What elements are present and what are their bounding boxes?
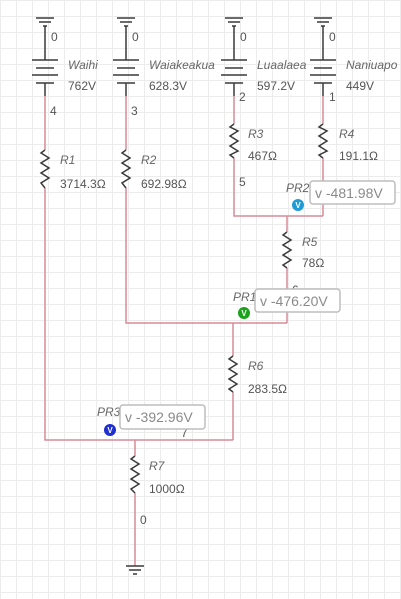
probe-pr2[interactable]: PR2 v -481.98V V xyxy=(286,180,396,211)
node-label-0: 0 xyxy=(140,513,147,527)
resistor-value: 191.1Ω xyxy=(339,149,378,163)
resistor-r1[interactable]: R1 3714.3Ω xyxy=(39,149,106,191)
resistor-r6[interactable]: R6 283.5Ω xyxy=(227,355,287,396)
node-label: 3 xyxy=(131,104,138,118)
resistor-zigzag-icon xyxy=(39,149,51,189)
node-label-7: 7 xyxy=(181,426,188,440)
probe-name: PR3 xyxy=(97,405,121,419)
resistor-r4[interactable]: R4 191.1Ω xyxy=(317,123,378,163)
resistor-zigzag-icon xyxy=(317,123,329,159)
source-value: 628.3V xyxy=(149,79,187,93)
resistor-r5[interactable]: R5 78Ω xyxy=(281,231,324,270)
battery-symbol-icon xyxy=(310,59,336,96)
node-label: 1 xyxy=(329,90,336,104)
probe-pr3[interactable]: PR3 v -392.96V V xyxy=(97,404,206,436)
node-label: 2 xyxy=(239,90,246,104)
resistor-name: R6 xyxy=(248,359,264,373)
source-value: 597.2V xyxy=(257,79,295,93)
probe-readout-box xyxy=(119,404,206,430)
source-waiakeakua[interactable]: 0 Waiakeakua 628.3V 3 xyxy=(113,17,215,118)
source-waihi[interactable]: 0 Waihi 762V 4 xyxy=(32,17,98,118)
source-name: Waiakeakua xyxy=(149,58,215,72)
resistor-value: 78Ω xyxy=(302,256,324,270)
resistor-zigzag-icon xyxy=(129,455,141,494)
source-name: Naniuapo xyxy=(346,58,398,72)
node-label: 4 xyxy=(50,104,57,118)
resistor-value: 283.5Ω xyxy=(248,382,287,396)
resistor-name: R1 xyxy=(60,153,75,167)
probe-reading: v -392.96V xyxy=(125,409,193,425)
resistor-name: R2 xyxy=(141,153,157,167)
probe-reading: v -481.98V xyxy=(315,185,383,201)
probe-glyph: V xyxy=(241,309,247,318)
ground-symbol-icon xyxy=(117,17,135,60)
battery-symbol-icon xyxy=(32,59,58,96)
resistor-name: R5 xyxy=(302,235,318,249)
resistor-value: 3714.3Ω xyxy=(60,177,106,191)
probe-marker-icon[interactable] xyxy=(238,307,250,319)
battery-symbol-icon xyxy=(113,59,139,96)
resistor-value: 1000Ω xyxy=(149,482,185,496)
wires xyxy=(44,96,324,566)
gnd-node-label: 0 xyxy=(329,30,336,44)
resistor-name: R4 xyxy=(339,127,355,141)
resistor-name: R3 xyxy=(248,127,264,141)
resistor-zigzag-icon xyxy=(120,149,132,189)
probe-glyph: V xyxy=(295,201,301,210)
ground-symbol-icon xyxy=(126,565,144,575)
probe-readout-box xyxy=(309,180,396,205)
resistor-zigzag-icon xyxy=(281,231,293,269)
probe-name: PR1 xyxy=(233,290,256,304)
wire-r1-branch[interactable] xyxy=(44,96,233,441)
resistor-r7[interactable]: R7 1000Ω xyxy=(129,455,185,496)
probe-pr1[interactable]: PR1 v -476.20V V xyxy=(233,288,341,319)
resistor-r2[interactable]: R2 692.98Ω xyxy=(120,149,187,191)
resistor-zigzag-icon xyxy=(227,355,239,393)
probe-marker-icon[interactable] xyxy=(292,199,304,211)
resistor-value: 692.98Ω xyxy=(141,177,187,191)
ground-symbol-icon xyxy=(225,17,243,60)
source-luaalaea[interactable]: 0 Luaalaea 597.2V 2 xyxy=(221,17,307,104)
ground-symbol-icon xyxy=(36,17,54,60)
probe-glyph: V xyxy=(107,426,113,435)
ground-symbol-icon xyxy=(314,17,332,60)
resistor-r3[interactable]: R3 467Ω xyxy=(228,123,277,163)
node-label-5: 5 xyxy=(239,175,246,189)
source-value: 762V xyxy=(68,79,96,93)
probe-reading: v -476.20V xyxy=(260,293,328,309)
wire-r3-branch[interactable] xyxy=(233,96,323,217)
gnd-node-label: 0 xyxy=(240,30,247,44)
resistor-value: 467Ω xyxy=(248,149,277,163)
battery-symbol-icon xyxy=(221,59,247,96)
probe-readout-box xyxy=(254,288,341,313)
source-value: 449V xyxy=(346,79,374,93)
gnd-node-label: 0 xyxy=(51,30,58,44)
resistor-name: R7 xyxy=(149,459,166,473)
resistor-zigzag-icon xyxy=(228,123,240,159)
probe-name: PR2 xyxy=(286,181,310,195)
source-name: Luaalaea xyxy=(257,58,307,72)
source-naniuapo[interactable]: 0 Naniuapo 449V 1 xyxy=(310,17,398,104)
gnd-node-label: 0 xyxy=(132,30,139,44)
source-name: Waihi xyxy=(68,58,98,72)
probe-marker-icon[interactable] xyxy=(104,424,116,436)
